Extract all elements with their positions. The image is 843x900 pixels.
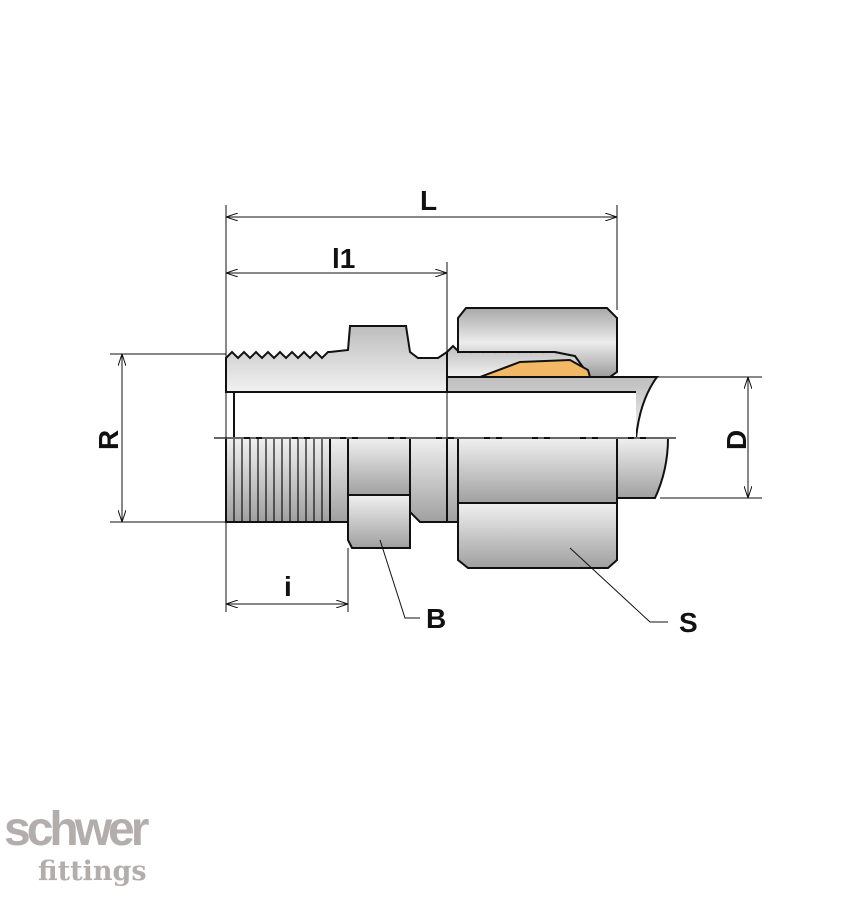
dim-label-R: R bbox=[93, 430, 124, 450]
nut-s bbox=[457, 502, 618, 569]
hex-b-upper bbox=[347, 437, 411, 496]
body-exterior bbox=[225, 437, 670, 569]
dim-label-L: L bbox=[420, 185, 437, 216]
dim-label-l1: l1 bbox=[332, 243, 355, 274]
body-section bbox=[225, 307, 659, 439]
part-label-B: B bbox=[426, 603, 446, 634]
tube bbox=[616, 437, 670, 499]
hex-b bbox=[347, 494, 411, 549]
dim-label-i: i bbox=[284, 571, 292, 602]
dim-label-D: D bbox=[721, 430, 752, 450]
thread-lines bbox=[233, 438, 323, 522]
logo-schwer: schwer bbox=[4, 803, 149, 856]
logo-fittings: fittings bbox=[38, 856, 147, 887]
dimension-lines bbox=[110, 205, 762, 623]
part-label-S: S bbox=[679, 607, 698, 638]
